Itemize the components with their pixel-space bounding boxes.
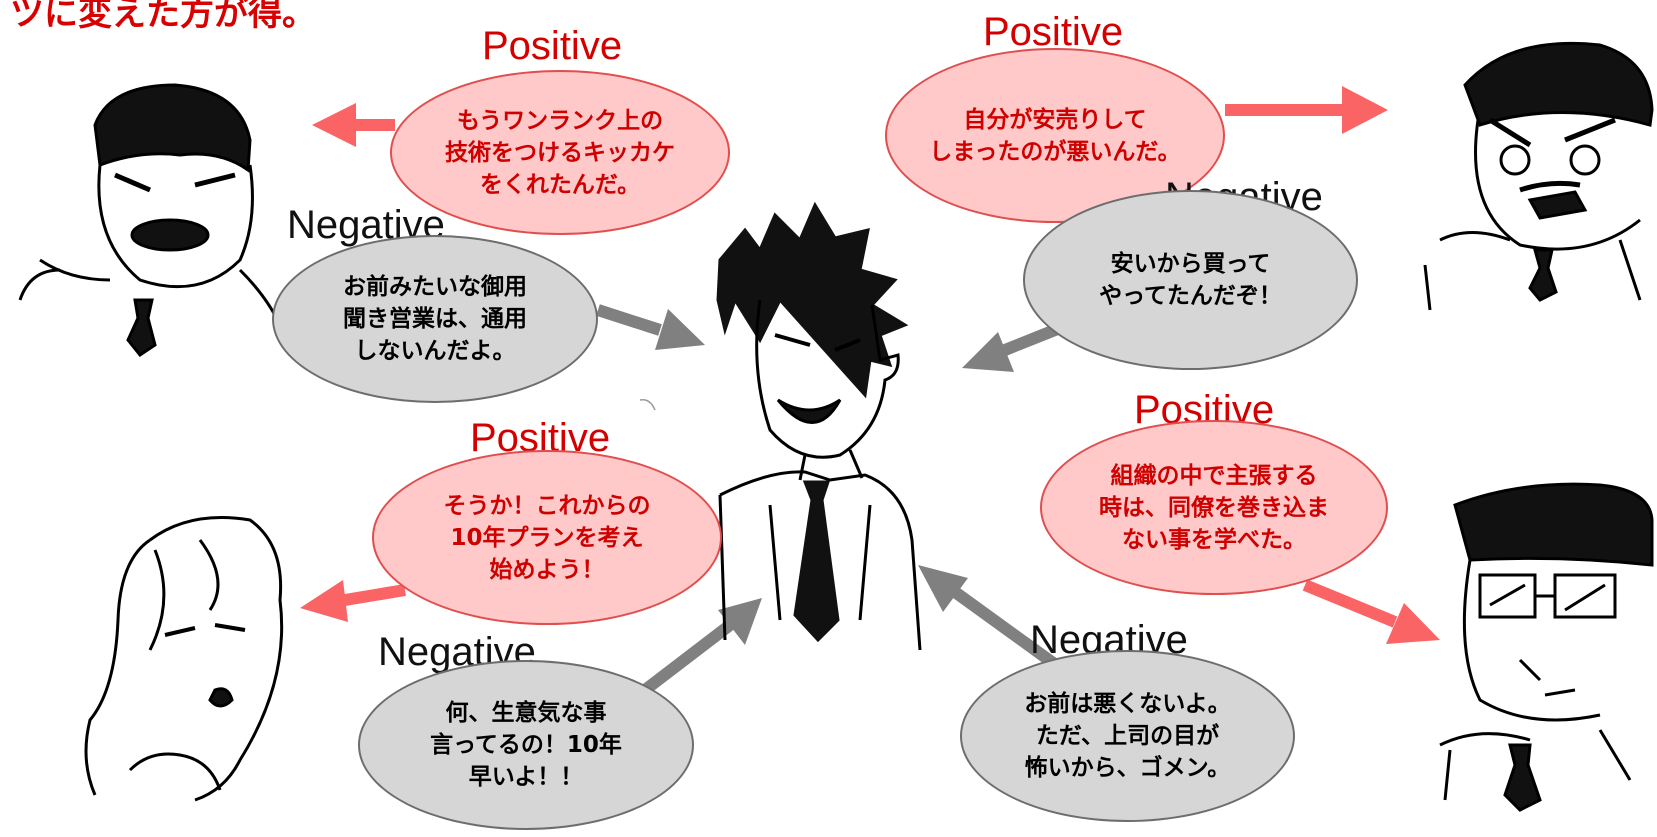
bubble-negative-bottom-right: お前は悪くないよ。 ただ、上司の目が 怖いから、ゴメン。 xyxy=(960,650,1295,822)
label-positive-top-right: Positive xyxy=(983,10,1124,54)
bottom-right-glasses-man-figure xyxy=(1439,482,1654,812)
positive-arrow-bottom-right xyxy=(1302,579,1440,644)
bubble-text: 何、生意気な事 言ってるの！10年 早いよ！！ xyxy=(430,700,622,790)
bubble-text: お前みたいな御用 聞き営業は、通用 しないんだよ。 xyxy=(343,274,527,364)
header-text: ツに変えた方が得。 xyxy=(10,0,316,34)
bubble-negative-bottom-left: 何、生意気な事 言ってるの！10年 早いよ！！ xyxy=(358,660,694,830)
bubble-positive-top-left: もうワンランク上の 技術をつけるキッカケ をくれたんだ。 xyxy=(390,70,730,235)
positive-arrow-bottom-left xyxy=(300,580,406,622)
bubble-positive-bottom-right: 組織の中で主張する 時は、同僚を巻き込ま ない事を学べた。 xyxy=(1040,420,1388,595)
bubble-negative-top-left: お前みたいな御用 聞き営業は、通用 しないんだよ。 xyxy=(272,235,598,403)
bubble-text: そうか！これからの 10年プランを考え 始めよう！ xyxy=(443,492,651,583)
negative-arrow-top-right xyxy=(962,322,1063,372)
label-positive-top-left: Positive xyxy=(482,24,623,68)
decorative-sketch-mark xyxy=(639,398,656,411)
top-right-client-figure xyxy=(1423,41,1654,311)
bottom-left-woman-figure xyxy=(84,516,284,802)
top-left-boss-figure xyxy=(18,83,284,358)
positive-arrow-top-right xyxy=(1225,86,1388,134)
bubble-text: もうワンランク上の 技術をつけるキッカケ をくれたんだ。 xyxy=(445,107,675,198)
bubble-text: 自分が安売りして しまったのが悪いんだ。 xyxy=(929,106,1181,165)
bubble-negative-top-right: 安いから買って やってたんだぞ！ xyxy=(1023,190,1358,370)
positive-arrow-top-left xyxy=(312,103,395,147)
bubble-text: お前は悪くないよ。 ただ、上司の目が 怖いから、ゴメン。 xyxy=(1024,691,1231,781)
negative-arrow-bottom-right xyxy=(918,565,1064,673)
bubble-text: 安いから買って やってたんだぞ！ xyxy=(1099,251,1282,309)
negative-arrow-top-left xyxy=(596,304,705,350)
bubble-positive-bottom-left: そうか！これからの 10年プランを考え 始めよう！ xyxy=(372,450,722,625)
bubble-text: 組織の中で主張する 時は、同僚を巻き込ま ない事を学べた。 xyxy=(1099,462,1329,553)
center-salesman-figure xyxy=(716,201,922,651)
negative-arrow-bottom-left xyxy=(641,598,762,695)
